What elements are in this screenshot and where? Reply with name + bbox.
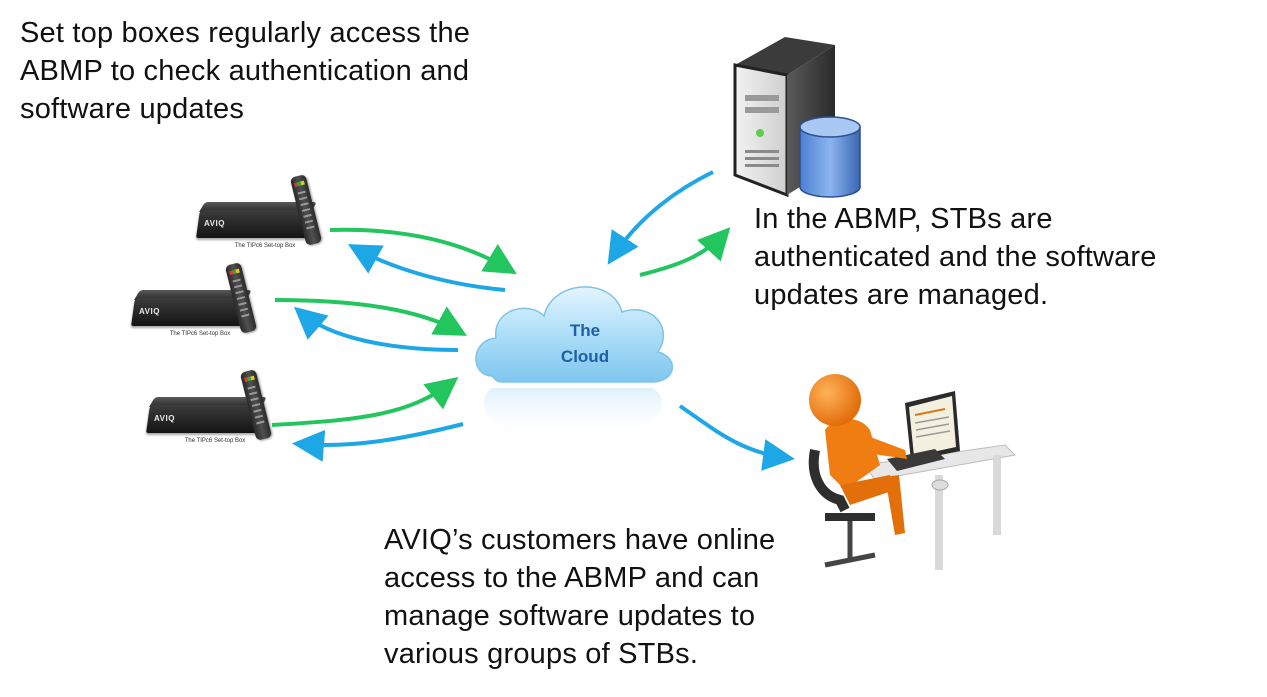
customer-line-2: access to the ABMP and can xyxy=(384,562,760,594)
stb-brand: AVIQ xyxy=(154,414,175,423)
cloud-to-stb3-arrow xyxy=(292,422,464,462)
server-to-cloud-arrow xyxy=(607,170,714,265)
stb3-to-cloud-arrow xyxy=(271,377,459,427)
person-at-computer-icon xyxy=(795,355,1025,585)
intro-line-3: software updates xyxy=(20,93,245,125)
set-top-box-icon: AVIQ The TIPc6 Set-top Box xyxy=(190,170,390,270)
abmp-line-1: In the ABMP, STBs are xyxy=(754,203,1053,235)
cloud-icon: The Cloud xyxy=(462,258,692,448)
cloud-to-operator-arrow xyxy=(678,404,795,471)
cloud-to-stb2-arrow xyxy=(293,306,459,352)
cloud-label-line-1: The xyxy=(569,321,601,340)
stb-brand: AVIQ xyxy=(204,219,225,228)
stb1-to-cloud-arrow xyxy=(329,227,517,275)
intro-line-1: Set top boxes regularly access the xyxy=(20,17,471,49)
stb-caption: The TIPc6 Set-top Box xyxy=(169,331,231,337)
stb2-to-cloud-arrow xyxy=(274,298,468,336)
cloud-to-stb1-arrow xyxy=(347,244,506,292)
stb-caption: The TIPc6 Set-top Box xyxy=(184,438,246,444)
stb-brand: AVIQ xyxy=(139,307,160,316)
abmp-line-3: updates are managed. xyxy=(754,279,1049,311)
set-top-box-icon: AVIQ The TIPc6 Set-top Box xyxy=(125,258,325,358)
server-database-icon xyxy=(715,25,895,210)
stb-caption: The TIPc6 Set-top Box xyxy=(234,243,296,249)
customer-line-4: various groups of STBs. xyxy=(384,638,699,670)
cloud-label: The Cloud xyxy=(540,318,630,370)
abmp-text: In the ABMP, STBs are authenticated and … xyxy=(754,200,1234,314)
customer-text: AVIQ’s customers have online access to t… xyxy=(384,521,834,673)
cloud-shape xyxy=(475,286,674,438)
set-top-box-icon: AVIQ The TIPc6 Set-top Box xyxy=(140,365,340,465)
intro-line-2: ABMP to check authentication and xyxy=(20,55,470,87)
cloud-label-line-2: Cloud xyxy=(560,347,610,366)
intro-text: Set top boxes regularly access the ABMP … xyxy=(20,14,540,128)
customer-line-1: AVIQ’s customers have online xyxy=(384,524,776,556)
customer-line-3: manage software updates to xyxy=(384,600,756,632)
cloud-to-server-arrow xyxy=(639,227,731,277)
abmp-line-2: authenticated and the software xyxy=(754,241,1157,273)
